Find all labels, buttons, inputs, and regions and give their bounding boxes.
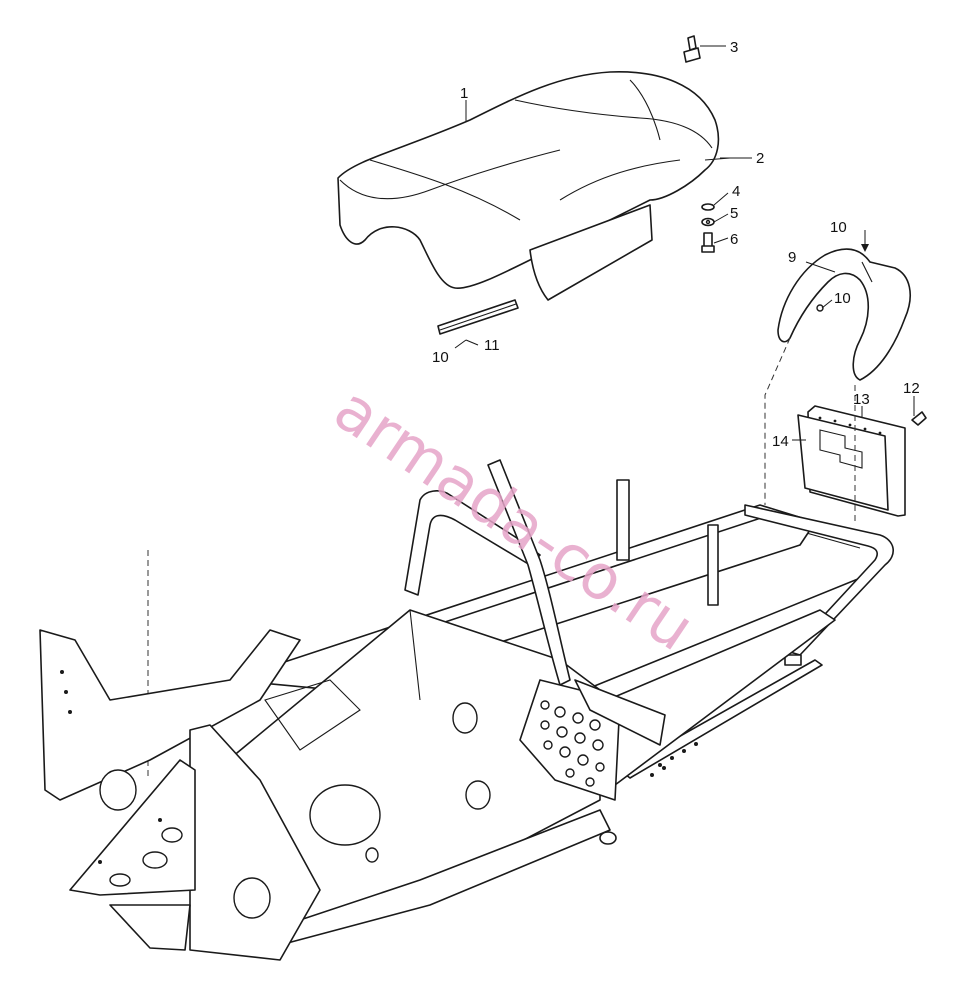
- callout-labels: 1 2 3 4 5 6 9 10 10 10 11 12 13 14: [432, 39, 920, 450]
- callout-5: 5: [730, 205, 738, 222]
- mount-plates: [797, 405, 927, 517]
- callout-3: 3: [730, 39, 738, 56]
- clip-part: [683, 35, 701, 63]
- fasteners: [701, 203, 715, 253]
- callout-10-top: 10: [830, 219, 847, 236]
- frame-chassis: [39, 459, 894, 961]
- callout-10-frame: 10: [834, 290, 851, 307]
- callout-9: 9: [788, 249, 796, 266]
- callout-2: 2: [756, 150, 764, 167]
- callout-1: 1: [460, 85, 468, 102]
- backrest-frame: [777, 230, 911, 381]
- seat: [337, 71, 731, 301]
- callout-4: 4: [732, 183, 740, 200]
- callout-12: 12: [903, 380, 920, 397]
- callout-13: 13: [853, 391, 870, 408]
- seat-strip: [437, 299, 519, 335]
- callout-11: 11: [484, 337, 500, 354]
- callout-14: 14: [772, 433, 789, 450]
- callout-6: 6: [730, 231, 738, 248]
- callout-10-strip: 10: [432, 349, 449, 366]
- leader-lines: [454, 45, 915, 441]
